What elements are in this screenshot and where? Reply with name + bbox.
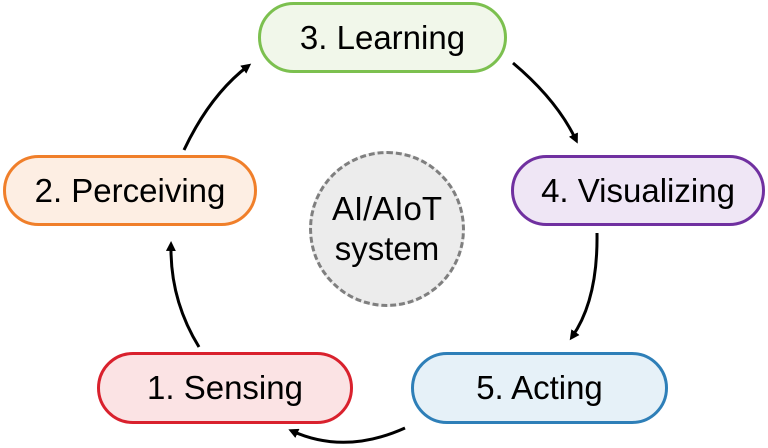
arrow-acting-to-sensing <box>288 426 406 444</box>
center-label-line2: system <box>334 230 440 267</box>
arrow-visualizing-to-acting <box>569 232 599 341</box>
node-visualizing-label: 4. Visualizing <box>541 171 735 209</box>
node-perceiving-label: 2. Perceiving <box>34 171 226 209</box>
node-acting: 5. Acting <box>411 352 668 424</box>
node-sensing-label: 1. Sensing <box>147 369 303 406</box>
node-sensing: 1. Sensing <box>97 352 353 424</box>
node-visualizing: 4. Visualizing <box>511 155 765 226</box>
node-perceiving: 2. Perceiving <box>3 155 257 226</box>
arrow-sensing-to-perceiving <box>165 241 201 348</box>
node-learning-label: 3. Learning <box>299 18 466 56</box>
center-system-circle: AI/AIoT system <box>309 151 465 307</box>
arrow-learning-to-visualizing <box>512 61 578 144</box>
node-learning: 3. Learning <box>258 2 507 73</box>
node-acting-label: 5. Acting <box>476 369 603 406</box>
arrow-perceiving-to-learning <box>182 63 252 151</box>
center-label-line1: AI/AIoT <box>331 190 443 227</box>
